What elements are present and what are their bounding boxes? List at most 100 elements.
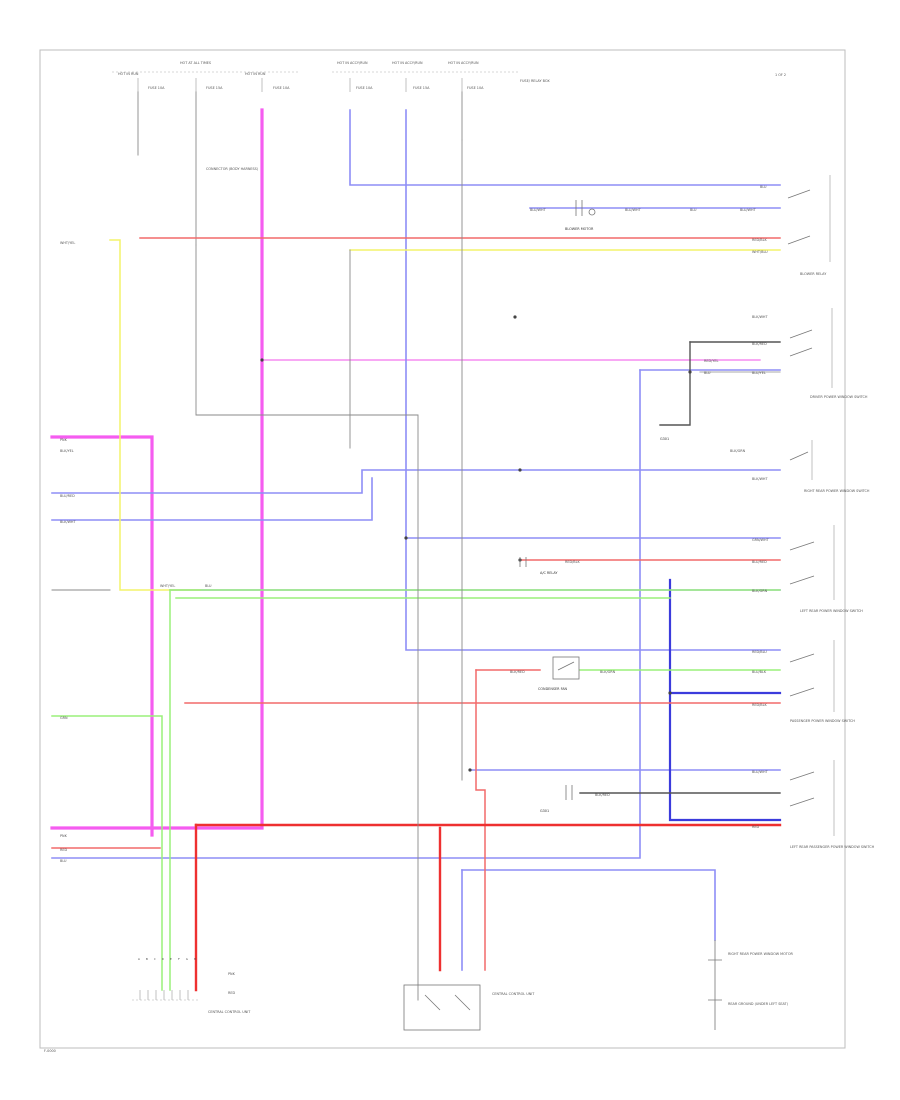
switch-blower-relay: BLOWER RELAY bbox=[787, 175, 831, 276]
svg-text:GRN/WHT: GRN/WHT bbox=[752, 538, 770, 542]
svg-text:BLK/YEL: BLK/YEL bbox=[60, 449, 74, 453]
switch-passenger: PASSENGER POWER WINDOW SWITCH bbox=[789, 640, 855, 723]
svg-text:BLU: BLU bbox=[205, 584, 212, 588]
svg-text:RED/BLK: RED/BLK bbox=[752, 703, 767, 707]
svg-text:RED/BLK: RED/BLK bbox=[752, 238, 767, 242]
blower-relay-label: BLOWER RELAY bbox=[800, 272, 827, 276]
connector-pin: D bbox=[162, 957, 164, 961]
passenger-sw-label: PASSENGER POWER WINDOW SWITCH bbox=[790, 719, 855, 723]
connector-pin: F bbox=[178, 957, 180, 961]
connector-pin: G bbox=[186, 957, 188, 961]
fuse-label: HOT AT ALL TIMES bbox=[180, 61, 211, 65]
diagram-border bbox=[39, 49, 846, 1049]
svg-text:BLK/WHT: BLK/WHT bbox=[60, 520, 76, 524]
condenser-fan: CONDENSER FAN bbox=[538, 656, 580, 691]
connector-pin: C bbox=[154, 957, 156, 961]
svg-text:RED: RED bbox=[752, 825, 759, 829]
svg-text:BLK/GRN: BLK/GRN bbox=[730, 449, 746, 453]
svg-text:BLK/WHT: BLK/WHT bbox=[752, 315, 768, 319]
svg-text:BLK/GRN: BLK/GRN bbox=[600, 670, 616, 674]
wire-labels-blower: BLU/WHT BLU/WHT BLU BLU/WHT bbox=[530, 208, 757, 212]
svg-text:BLU: BLU bbox=[60, 859, 67, 863]
blower-motor-label: BLOWER MOTOR bbox=[565, 227, 594, 231]
svg-text:PNK: PNK bbox=[60, 834, 68, 838]
left-rear-pass-label: LEFT REAR PASSENGER POWER WINDOW SWITCH bbox=[790, 845, 875, 849]
fuse-label: HOT IN RUN bbox=[245, 72, 266, 76]
wire-black-1 bbox=[659, 341, 691, 426]
wire-red-4 bbox=[475, 669, 486, 971]
wire-blue-4 bbox=[51, 469, 781, 494]
svg-text:WHT/YEL: WHT/YEL bbox=[160, 584, 175, 588]
control-unit-label: CENTRAL CONTROL UNIT bbox=[208, 1010, 251, 1014]
splice-dots bbox=[260, 315, 692, 772]
module-bottom-label: RED bbox=[228, 991, 235, 995]
wire-yellow-1 bbox=[109, 239, 201, 591]
svg-text:WHT/BLU: WHT/BLU bbox=[752, 250, 768, 254]
svg-text:BLU/WHT: BLU/WHT bbox=[740, 208, 757, 212]
wire-labels-left: WHT/YEL PNK BLK/YEL BLU/RED BLK/WHT GRN … bbox=[60, 241, 212, 863]
ground-node: G301 bbox=[540, 785, 573, 813]
bottom-connector: A B C D E F G H PNK RED CENTRAL CONTROL … bbox=[132, 957, 251, 1014]
fuse-label: HOT IN ACCY/RUN bbox=[448, 61, 479, 65]
svg-text:BLU/YEL: BLU/YEL bbox=[752, 371, 766, 375]
ac-relay-label: A/C RELAY bbox=[540, 571, 558, 575]
left-connector-label: CONNECTOR (BODY HARNESS) bbox=[206, 167, 259, 171]
fuse-connectors bbox=[137, 91, 463, 246]
ground-node-label: G301 bbox=[540, 809, 549, 813]
svg-text:BLU/WHT: BLU/WHT bbox=[530, 208, 547, 212]
page-note: 1 OF 2 bbox=[775, 73, 786, 77]
connector-pin: B bbox=[146, 957, 148, 961]
central-control-unit: CENTRAL CONTROL UNIT bbox=[403, 984, 535, 1031]
ac-relay: A/C RELAY bbox=[519, 557, 558, 575]
switch-left-rear-passenger: LEFT REAR PASSENGER POWER WINDOW SWITCH bbox=[789, 760, 875, 849]
svg-text:BLK/RED: BLK/RED bbox=[510, 670, 525, 674]
condenser-fan-label: CONDENSER FAN bbox=[538, 687, 568, 691]
svg-text:BLU/WHT: BLU/WHT bbox=[752, 770, 769, 774]
svg-text:RED/BLU: RED/BLU bbox=[752, 650, 767, 654]
switch-left-rear: LEFT REAR POWER WINDOW SWITCH bbox=[789, 525, 863, 613]
right-rear-sw-label: RIGHT REAR POWER WINDOW SWITCH bbox=[804, 489, 870, 493]
svg-text:BLK/RED: BLK/RED bbox=[595, 793, 610, 797]
wire-blue-1 bbox=[349, 109, 781, 186]
fuse-label: HOT IN ACCY/RUN bbox=[337, 61, 368, 65]
svg-text:WHT/YEL: WHT/YEL bbox=[60, 241, 75, 245]
svg-text:RED: RED bbox=[60, 848, 67, 852]
fuse-labels: HOT IN RUN HOT AT ALL TIMES HOT IN RUN H… bbox=[118, 61, 550, 90]
fuse-ticks bbox=[137, 78, 463, 92]
wire-pink bbox=[50, 108, 264, 830]
wire-pink-branch bbox=[50, 435, 154, 837]
svg-text:BLU/WHT: BLU/WHT bbox=[625, 208, 642, 212]
switch-right-rear: RIGHT REAR POWER WINDOW SWITCH bbox=[789, 440, 870, 493]
connector-pin: A bbox=[138, 957, 140, 961]
blower-motor: BLOWER MOTOR bbox=[565, 200, 596, 231]
connector-pin: E bbox=[170, 957, 172, 961]
junction-label: FUSE/ RELAY BOX bbox=[520, 79, 550, 83]
svg-text:BLK/RED: BLK/RED bbox=[752, 342, 767, 346]
wire-blue-10 bbox=[461, 869, 716, 941]
control-module-label: CENTRAL CONTROL UNIT bbox=[492, 992, 535, 996]
rear-ground-label: REAR GROUND (UNDER LEFT SEAT) bbox=[728, 1002, 789, 1006]
fuse-subtext: FUSE 10A bbox=[273, 86, 290, 90]
svg-text:BLU/RED: BLU/RED bbox=[752, 560, 767, 564]
fuse-label: HOT IN RUN bbox=[118, 72, 139, 76]
wire-labels-right: BLU RED/BLK WHT/BLU BLK/WHT BLK/RED RED/… bbox=[510, 185, 770, 829]
svg-text:BLU/RED: BLU/RED bbox=[60, 494, 75, 498]
svg-text:RED/BLK: RED/BLK bbox=[565, 560, 580, 564]
module-bottom-label: PNK bbox=[228, 972, 236, 976]
ground-g-label: G301 bbox=[660, 437, 669, 441]
wire-green-3 bbox=[51, 715, 163, 991]
svg-text:BLK/GRN: BLK/GRN bbox=[752, 589, 768, 593]
fuse-subtext: FUSE 10A bbox=[467, 86, 484, 90]
fuse-subtext: FUSE 15A bbox=[206, 86, 223, 90]
window-motor-label: RIGHT REAR POWER WINDOW MOTOR bbox=[728, 952, 794, 956]
svg-text:BLU: BLU bbox=[704, 371, 711, 375]
fuse-subtext: FUSE 10A bbox=[148, 86, 165, 90]
wire-grey-1 bbox=[195, 244, 419, 1001]
wire-darkblue-1 bbox=[668, 578, 782, 822]
svg-text:BLU: BLU bbox=[690, 208, 697, 212]
svg-text:GRN: GRN bbox=[60, 716, 68, 720]
window-motor: RIGHT REAR POWER WINDOW MOTOR REAR GROUN… bbox=[708, 940, 794, 1030]
svg-text:PNK: PNK bbox=[60, 438, 68, 442]
driver-window-label: DRIVER POWER WINDOW SWITCH bbox=[810, 395, 868, 399]
fuse-subtext: FUSE 10A bbox=[356, 86, 373, 90]
